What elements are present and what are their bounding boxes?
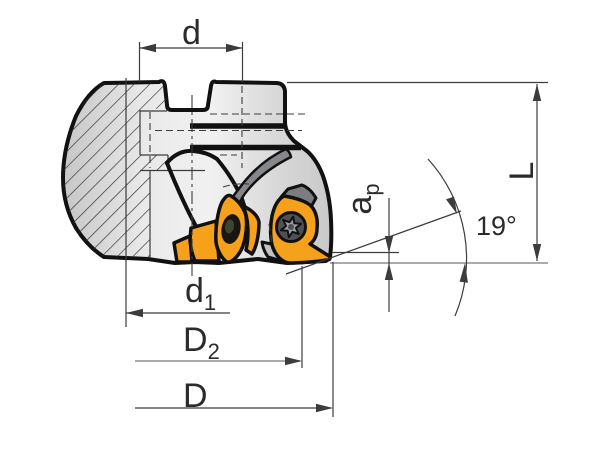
hub-step-rings: [190, 123, 301, 151]
angle-arc: [427, 158, 468, 317]
pocket-wall: [229, 147, 293, 206]
label-angle: 19°: [476, 211, 517, 241]
label-ap: ap: [341, 183, 384, 215]
dimension-D2: [135, 266, 303, 368]
dimension-L: [287, 81, 548, 264]
front-insert-hole-highlight: [224, 219, 235, 234]
front-insert: [172, 193, 261, 264]
front-insert-far-flank: [172, 234, 194, 264]
dimension-d1: [125, 78, 230, 327]
hidden-lines: [149, 86, 306, 278]
cutting-edge-line: [285, 210, 462, 275]
label-D: D: [183, 377, 208, 415]
dimension-ap: [332, 198, 399, 312]
label-d1: d1: [185, 272, 217, 315]
label-D2: D2: [183, 321, 220, 364]
dimension-D: [135, 262, 334, 417]
front-insert-left-flank: [188, 219, 221, 263]
label-d: d: [182, 14, 201, 52]
torx-center-dot: [288, 224, 294, 230]
right-insert: [268, 194, 332, 265]
label-L: L: [503, 161, 541, 181]
dimension-angle-19: [285, 158, 468, 317]
section-hatch: [63, 81, 168, 259]
dimension-d: [138, 42, 244, 82]
section-inner-edges: [139, 110, 205, 258]
